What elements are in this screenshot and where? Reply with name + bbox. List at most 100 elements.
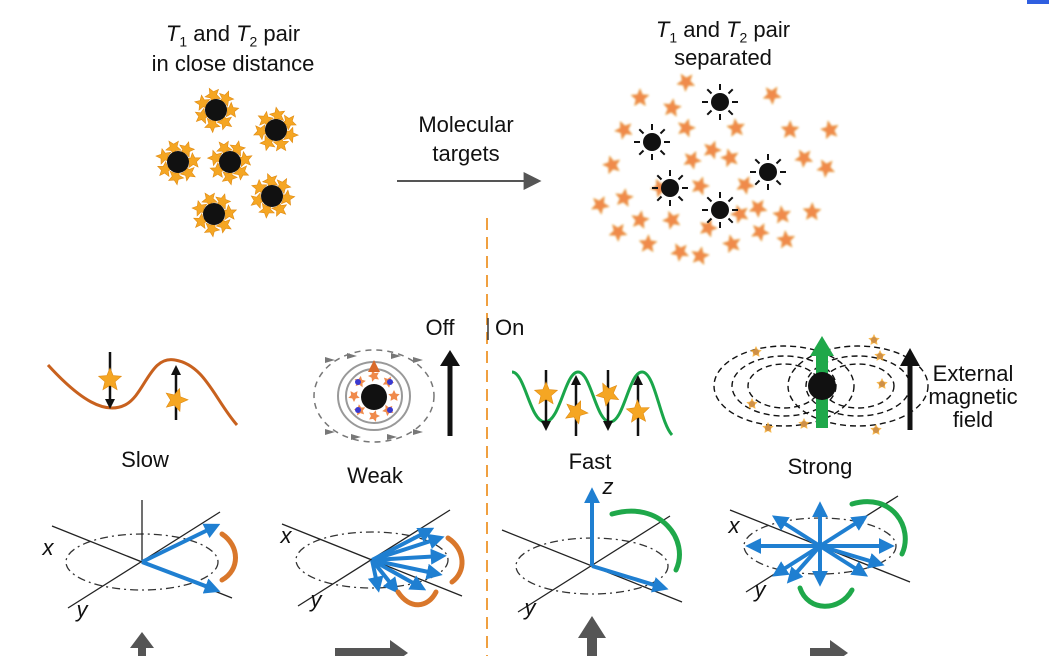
star-icon: [870, 424, 882, 435]
star-icon: [762, 86, 782, 105]
axis-x-strong: x: [728, 513, 740, 538]
field-arrowhead: [413, 357, 423, 363]
field-label-line2: magnetic: [928, 384, 1018, 409]
field-line: [713, 345, 855, 427]
close-pair-cluster: [155, 87, 299, 238]
star-icon: [748, 199, 768, 218]
star-icon: [750, 346, 762, 357]
star-icon: [615, 188, 634, 207]
spin-vector-arrow: [818, 515, 869, 548]
spin-vector-arrow: [371, 558, 427, 591]
star-icon: [625, 399, 650, 423]
spin-vector-arrow: [367, 559, 384, 593]
star-icon: [726, 118, 745, 137]
panel-label-slow: Slow: [121, 447, 169, 472]
precession-arrow: [219, 531, 238, 583]
switch-on-label: On: [495, 315, 525, 340]
axis-y-strong: y: [754, 577, 766, 602]
star-icon: [591, 196, 610, 215]
star-icon: [348, 391, 360, 402]
spin-vector-arrow: [371, 527, 435, 562]
axis-z-fast: z: [602, 474, 614, 499]
star-icon: [720, 148, 739, 168]
particle-icon: [203, 203, 225, 225]
particle-icon: [219, 151, 241, 173]
field-arrowhead: [325, 357, 335, 363]
weak-dipole: [313, 349, 435, 443]
arrow-label-line2: targets: [432, 141, 500, 166]
star-icon: [794, 149, 814, 168]
star-icon: [798, 418, 810, 429]
star-icon: [868, 334, 880, 345]
field-arrowhead: [347, 353, 357, 359]
star-icon: [602, 155, 621, 175]
spin-vector-arrow: [141, 523, 221, 564]
star-icon: [631, 210, 650, 229]
axis-y-weak: y: [310, 587, 322, 612]
top-right-title: T1 and T2 pair: [655, 17, 791, 46]
spin-vector-arrow: [786, 544, 822, 584]
star-icon: [165, 387, 189, 413]
bottom-arrow-up-2: [578, 616, 606, 656]
moment-arrowhead: [810, 336, 834, 356]
spin-dot: [387, 379, 393, 385]
field-arrowhead: [351, 434, 361, 440]
arrow-label-line1: Molecular: [418, 112, 514, 137]
star-icon: [630, 88, 650, 106]
star-icon: [874, 350, 886, 361]
particle-icon: [167, 151, 189, 173]
spin-vector-arrow: [591, 564, 669, 593]
star-icon: [751, 223, 770, 242]
star-icon: [816, 159, 835, 178]
spin-dot: [355, 407, 361, 413]
star-icon: [662, 210, 681, 230]
precession-arrow: [445, 535, 465, 585]
axis-y-slow: y: [76, 597, 88, 622]
spin-vector-arrow: [371, 548, 447, 565]
star-icon: [670, 243, 689, 262]
field-line: [787, 345, 929, 427]
slow-wave: [46, 358, 239, 426]
star-icon: [820, 120, 839, 140]
star-icon: [776, 230, 796, 249]
free-particle-icon: [702, 192, 738, 228]
panel-label-fast: Fast: [568, 449, 612, 474]
axes-slow: [51, 500, 238, 609]
axes-strong: [729, 495, 911, 609]
star-icon: [677, 118, 696, 138]
precession-arrow: [609, 508, 682, 573]
star-icon: [876, 378, 888, 389]
star-icon: [614, 121, 633, 140]
star-icon: [369, 410, 380, 422]
star-icon: [703, 140, 722, 160]
axes-fast: [501, 487, 683, 613]
star-icon: [736, 176, 755, 195]
top-left-subtitle: in close distance: [151, 51, 315, 76]
field-arrowhead: [413, 429, 423, 435]
particle-icon: [265, 119, 287, 141]
free-particle-icon: [702, 84, 738, 120]
spin-dot: [355, 379, 361, 385]
star-icon: [683, 151, 702, 170]
panel-label-weak: Weak: [347, 463, 403, 488]
particle-icon: [361, 384, 387, 410]
field-arrowhead: [391, 353, 401, 359]
top-left-title: T1 and T2 pair: [165, 21, 301, 50]
star-icon: [676, 73, 696, 92]
axes-weak: [281, 509, 465, 608]
axis-x-weak: x: [280, 523, 292, 548]
slow-spin-pair: [97, 352, 189, 420]
field-label-line1: External: [932, 361, 1014, 386]
field-arrowhead: [387, 434, 397, 440]
star-icon: [565, 400, 589, 425]
star-icon: [762, 422, 774, 433]
spin-dot: [387, 407, 393, 413]
star-icon: [533, 381, 559, 405]
particle-icon: [205, 99, 227, 121]
bottom-arrow-right-1: [335, 640, 408, 656]
star-icon: [595, 382, 620, 407]
free-particle-icon: [750, 154, 786, 190]
bottom-arrow-up-1: [130, 632, 154, 656]
star-icon: [692, 176, 710, 196]
